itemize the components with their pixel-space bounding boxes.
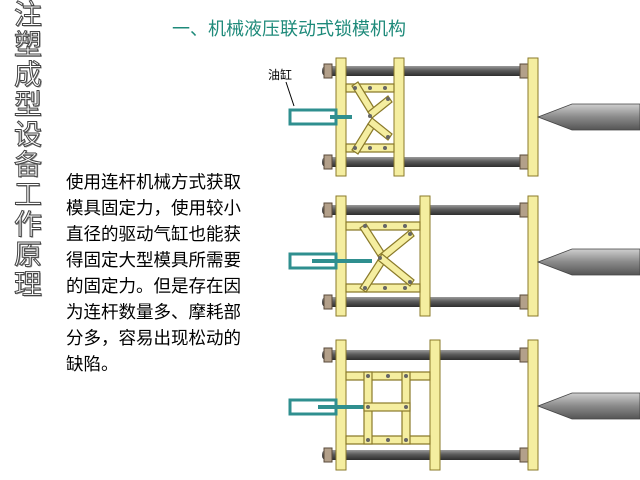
injection-nozzle <box>536 392 640 420</box>
tie-rod <box>322 350 530 360</box>
tie-rod-nut <box>519 294 529 310</box>
fixed-platen <box>527 57 539 177</box>
tie-rod-nut <box>519 154 529 170</box>
description-line: 分多，容易出现松动的 <box>66 329 241 349</box>
tie-rod-nut <box>519 63 529 79</box>
cylinder-label: 油缸 <box>268 67 292 82</box>
description-line: 得固定大型模具所需要 <box>66 251 241 271</box>
fixed-platen <box>527 339 539 471</box>
toggle-links <box>345 221 421 293</box>
tie-rod-nut <box>519 347 529 363</box>
tie-rod-nut <box>323 154 333 170</box>
description-line: 模具固定力，使用较小 <box>66 199 241 219</box>
tie-rod-nut <box>323 63 333 79</box>
cylinder-label-leader <box>285 81 295 107</box>
section-title: 一、机械液压联动式锁模机构 <box>172 19 406 40</box>
injection-nozzle <box>536 103 640 131</box>
side-title-char: 型 <box>13 88 42 121</box>
description-line: 的固定力。但是存在因 <box>66 277 241 297</box>
side-title-char: 作 <box>13 208 42 241</box>
piston-rod <box>318 405 386 409</box>
description-line: 使用连杆机械方式获取 <box>66 173 241 193</box>
injection-nozzle <box>536 248 640 276</box>
side-title-char: 原 <box>13 238 42 271</box>
tie-rod-nut <box>519 202 529 218</box>
side-title-char: 成 <box>13 58 42 91</box>
tie-rod-nut <box>323 447 333 463</box>
mechanism-assembly-3 <box>288 339 640 471</box>
description-line: 为连杆数量多、摩耗部 <box>66 303 241 323</box>
vertical-slide-title: 注 塑 成 型 设 备 工 作 原 理 <box>0 0 56 300</box>
mechanism-assembly-2 <box>288 195 640 317</box>
tie-rod <box>322 157 530 167</box>
tie-rod <box>322 450 530 460</box>
piston-rod <box>312 259 372 263</box>
tie-rod-nut <box>323 347 333 363</box>
side-title-char: 工 <box>13 178 42 211</box>
side-title-char: 塑 <box>13 28 42 61</box>
side-title-char: 设 <box>13 118 42 151</box>
tie-rod-nut <box>323 294 333 310</box>
hydraulic-cylinder <box>288 108 338 126</box>
description-paragraph: 使用连杆机械方式获取 模具固定力，使用较小 直径的驱动气缸也能获 得固定大型模具… <box>66 170 281 378</box>
link-pins <box>363 224 412 290</box>
side-title-char: 理 <box>13 268 42 301</box>
description-line: 缺陷。 <box>66 355 119 375</box>
side-title-char: 备 <box>13 148 42 181</box>
moving-platen <box>393 57 405 177</box>
description-line: 直径的驱动气缸也能获 <box>66 225 241 245</box>
fixed-platen <box>527 195 539 317</box>
moving-platen <box>429 339 441 471</box>
mechanism-assembly-1 <box>288 57 640 177</box>
link-pins <box>366 374 408 442</box>
piston-rod <box>330 115 352 119</box>
side-title-char: 注 <box>13 0 42 31</box>
tie-rod-nut <box>519 447 529 463</box>
moving-platen <box>419 195 431 317</box>
link-pins <box>353 86 390 150</box>
tie-rod <box>322 66 530 76</box>
tie-rod-nut <box>323 202 333 218</box>
